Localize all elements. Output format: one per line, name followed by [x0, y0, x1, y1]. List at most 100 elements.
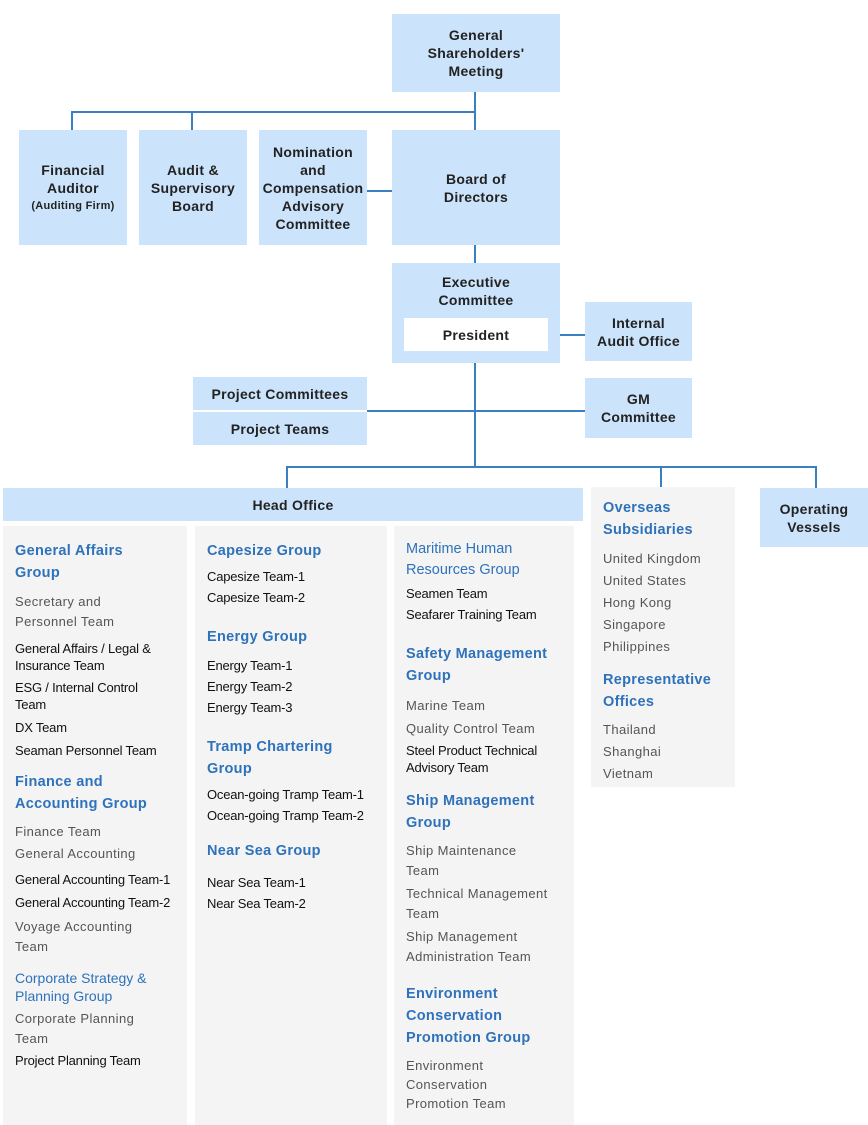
box-label: Auditor [47, 179, 99, 196]
box-label: Audit Office [597, 332, 680, 349]
box-label: Shareholders' [427, 45, 525, 61]
group-heading-line: Resources Group [406, 562, 520, 578]
box-label: Directors [443, 188, 509, 205]
list-item: United Kingdom [603, 551, 702, 566]
group-heading-line: Group [15, 565, 60, 581]
team-line: Finance Team [15, 824, 102, 839]
group-heading-line: Maritime Human [406, 541, 513, 557]
group-heading-line: Safety Management [406, 646, 548, 662]
connector-top-horizontal [71, 111, 476, 113]
team-line: Team [15, 1031, 49, 1046]
president-box: President [404, 318, 548, 351]
team-line: Technical Management [406, 886, 548, 901]
box-label: Vessels [787, 519, 841, 535]
team-line: General Accounting Team-1 [15, 872, 171, 887]
team-general-accounting: General Accounting [3, 844, 187, 864]
group-heading-line: Group [406, 815, 451, 831]
group-heading-line: Accounting Group [15, 796, 148, 812]
team-line: Steel Product Technical [406, 743, 538, 758]
head-office-box: Head Office [3, 488, 583, 521]
team-line: Quality Control Team [406, 721, 536, 736]
list-item: Thailand [603, 722, 657, 737]
group-heading-energy: Energy Group [195, 626, 387, 648]
box-label: President [442, 326, 510, 343]
group-heading-line: Energy Group [207, 629, 308, 645]
list-item: Singapore [603, 617, 666, 632]
box-sublabel: (Auditing Firm) [31, 199, 115, 212]
connector-audit-board [191, 111, 193, 130]
list-item: Vietnam [603, 766, 654, 781]
team-line: Administration Team [406, 949, 532, 964]
team-line: Near Sea Team-2 [207, 896, 306, 911]
group-heading-line: Overseas [603, 500, 671, 516]
team-line: Team [406, 863, 440, 878]
team-seaman-personnel: Seaman Personnel Team [3, 742, 187, 759]
team-line: General Affairs / Legal & [15, 641, 151, 656]
team-project-planning: Project Planning Team [3, 1052, 187, 1069]
box-label: Audit & [167, 161, 219, 178]
team-general-affairs-legal: General Affairs / Legal &Insurance Team [3, 640, 187, 674]
group-heading-line: Offices [603, 694, 655, 710]
group-heading-line: Corporate Strategy & [15, 970, 147, 986]
group-heading-line: Tramp Chartering [207, 739, 333, 755]
connector-board-exec [474, 245, 476, 263]
team-line: Energy Team-3 [207, 700, 293, 715]
box-label: Executive [441, 274, 511, 290]
box-label: Board [172, 197, 214, 214]
team-line: Promotion Team [406, 1096, 507, 1111]
team-line: Ocean-going Tramp Team-1 [207, 787, 364, 802]
list-item: Hong Kong [603, 595, 672, 610]
box-label: Nomination [272, 143, 353, 160]
team-dx: DX Team [3, 719, 187, 736]
connector-nomination [367, 190, 392, 192]
connector-head-office [286, 466, 288, 488]
team-finance: Finance Team [3, 822, 187, 842]
group-heading-line: Finance and [15, 774, 103, 790]
box-label: Internal [612, 314, 665, 331]
group-heading-line: Conservation [406, 1008, 503, 1024]
box-label: Committee [600, 409, 677, 425]
team-line: Voyage Accounting [15, 919, 133, 934]
team-line: DX Team [15, 720, 67, 735]
team-line: Marine Team [406, 698, 486, 713]
group-heading-line: Near Sea Group [207, 843, 321, 859]
box-label: Board of [446, 170, 506, 187]
connector-exec-down [474, 362, 476, 467]
box-label: Committee [438, 292, 514, 308]
team-line: Team [406, 906, 440, 921]
team-line: Personnel Team [15, 614, 115, 629]
box-label: Head Office [252, 496, 334, 513]
box-label: Financial [41, 161, 105, 178]
group-heading-line: Group [406, 668, 451, 684]
box-label: Supervisory [150, 179, 236, 196]
team-line: Secretary and [15, 594, 102, 609]
box-label: Project Teams [230, 420, 330, 437]
team-line: Ship Management [406, 929, 518, 944]
group-heading-corporate-strategy: Corporate Strategy &Planning Group [3, 969, 187, 1005]
group-heading-line: Group [207, 761, 252, 777]
connector-auditor [71, 111, 73, 130]
box-label: Advisory [281, 197, 345, 214]
team-line: Energy Team-1 [207, 658, 293, 673]
